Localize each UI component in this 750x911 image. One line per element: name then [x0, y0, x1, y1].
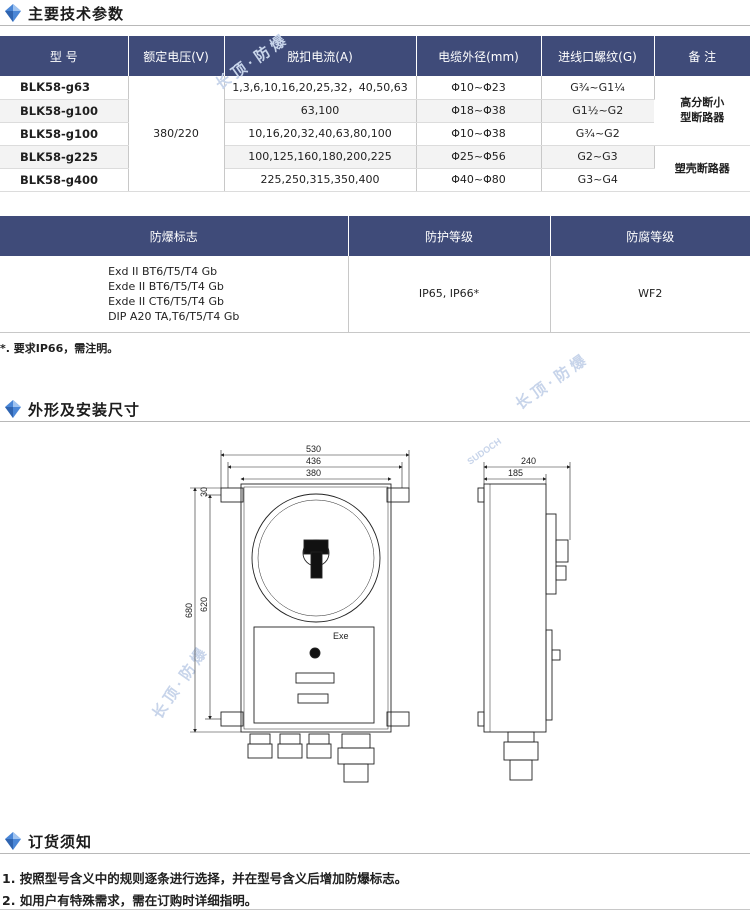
- dimension-label: 240: [521, 456, 536, 466]
- watermark: 长 顶 · 防 爆 SUDOCH 长 顶 · 防 爆 长 顶 · 防 爆: [149, 31, 590, 722]
- watermark-text: 长 顶 · 防 爆: [212, 31, 290, 93]
- voltage-cell: 380/220: [128, 76, 225, 192]
- remark-line: 型断路器: [680, 111, 725, 125]
- thread-cell: G¾~G1¼: [541, 76, 655, 100]
- ordering-item: 1. 按照型号含义中的规则逐条进行选择，并在型号含义后增加防爆标志。: [2, 871, 408, 886]
- current-cell: 1,3,6,10,16,20,25,32，40,50,63: [224, 76, 417, 100]
- current-cell: 10,16,20,32,40,63,80,100: [224, 122, 417, 146]
- remark-line: 高分断小: [680, 96, 725, 110]
- thread-cell: G3~G4: [541, 168, 654, 192]
- divider: [0, 25, 750, 26]
- ex-mark-cell: Exd II BT6/T5/T4 Gb Exde II BT6/T5/T4 Gb…: [0, 256, 349, 333]
- column-header: 脱扣电流(A): [224, 36, 417, 76]
- model-cell: BLK58-g63: [0, 76, 129, 100]
- watermark-text: 长 顶 · 防 爆: [149, 644, 211, 722]
- cable-cell: Φ10~Φ38: [416, 122, 542, 146]
- thread-cell: G¾~G2: [541, 122, 654, 146]
- current-cell: 63,100: [224, 99, 417, 123]
- thread-cell: G1½~G2: [541, 99, 654, 123]
- diamond-icon: [5, 400, 21, 418]
- ex-mark: DIP A20 TA,T6/T5/T4 Gb: [108, 309, 240, 323]
- table-row: BLK58-g100 10,16,20,32,40,63,80,100 Φ10~…: [0, 122, 750, 146]
- column-header: 防爆标志: [0, 216, 349, 256]
- dimension-label: 30: [199, 487, 209, 497]
- column-header: 额定电压(V): [128, 36, 225, 76]
- watermark-text: 长 顶 · 防 爆: [512, 351, 590, 413]
- column-header: 型 号: [0, 36, 129, 76]
- footnote: *. 要求IP66，需注明。: [0, 342, 119, 355]
- column-header: 防腐等级: [550, 216, 750, 256]
- column-header: 防护等级: [348, 216, 551, 256]
- cable-cell: Φ40~Φ80: [416, 168, 542, 192]
- ordering-item: 2. 如用户有特殊需求，需在订购时详细指明。: [2, 893, 258, 908]
- section-title: 主要技术参数: [28, 5, 125, 23]
- front-view: [220, 483, 410, 783]
- dimension-lines: [483, 462, 571, 540]
- model-cell: BLK58-g100: [0, 99, 129, 123]
- dimension-label: 185: [508, 468, 523, 478]
- remark-cell: 高分断小 型断路器: [654, 76, 750, 146]
- remark-cell: 塑壳断路器: [654, 145, 750, 192]
- table-header-row: 防爆标志 防护等级 防腐等级: [0, 216, 750, 256]
- section-header-ordering: 订货须知: [0, 828, 750, 854]
- model-cell: BLK58-g100: [0, 122, 129, 146]
- section-title: 订货须知: [28, 833, 93, 851]
- ex-mark: Exde II BT6/T5/T4 Gb: [108, 279, 224, 293]
- current-cell: 225,250,315,350,400: [224, 168, 417, 192]
- divider: [0, 853, 750, 854]
- cable-cell: Φ18~Φ38: [416, 99, 542, 123]
- table-row: BLK58-g63 380/220 1,3,6,10,16,20,25,32，4…: [0, 76, 750, 192]
- side-view: [477, 483, 569, 781]
- dimension-lines: [190, 450, 410, 733]
- panel-label: Exe: [333, 631, 349, 641]
- diamond-icon: [5, 4, 21, 22]
- dimension-label: 530: [306, 444, 321, 454]
- cable-cell: Φ10~Φ23: [416, 76, 542, 100]
- section-title: 外形及安装尺寸: [28, 401, 141, 419]
- dimension-label: 436: [306, 456, 321, 466]
- ex-mark: Exde II CT6/T5/T4 Gb: [108, 294, 225, 308]
- section-header-dimensions: 外形及安装尺寸: [0, 396, 750, 422]
- divider: [0, 421, 750, 422]
- thread-cell: G2~G3: [541, 145, 655, 169]
- column-header: 备 注: [654, 36, 750, 76]
- diamond-icon: [5, 832, 21, 850]
- table-row: BLK58-g100 63,100 Φ18~Φ38 G1½~G2: [0, 99, 750, 123]
- table-row: BLK58-g400 225,250,315,350,400 Φ40~Φ80 G…: [0, 168, 750, 192]
- ex-mark: Exd II BT6/T5/T4 Gb: [108, 264, 218, 278]
- spec-table: 型 号 额定电压(V) 脱扣电流(A) 电缆外径(mm) 进线口螺纹(G) 备 …: [0, 36, 750, 192]
- divider: [0, 909, 750, 910]
- table-row: BLK58-g225 100,125,160,180,200,225 Φ25~Φ…: [0, 145, 750, 192]
- wf-cell: WF2: [550, 256, 750, 333]
- protection-table: 防爆标志 防护等级 防腐等级 Exd II BT6/T5/T4 Gb Exde …: [0, 216, 750, 333]
- column-header: 进线口螺纹(G): [541, 36, 655, 76]
- dimension-label: 620: [199, 597, 209, 612]
- model-cell: BLK58-g400: [0, 168, 129, 192]
- dimension-label: 680: [184, 603, 194, 618]
- table-header-row: 型 号 额定电压(V) 脱扣电流(A) 电缆外径(mm) 进线口螺纹(G) 备 …: [0, 36, 750, 76]
- model-cell: BLK58-g225: [0, 145, 129, 169]
- dimension-label: 380: [306, 468, 321, 478]
- cable-cell: Φ25~Φ56: [416, 145, 542, 169]
- current-cell: 100,125,160,180,200,225: [224, 145, 417, 169]
- column-header: 电缆外径(mm): [416, 36, 542, 76]
- ip-cell: IP65, IP66*: [348, 256, 551, 333]
- section-header-specs: 主要技术参数: [0, 0, 750, 26]
- dimension-drawing: 长 顶 · 防 爆 SUDOCH 长 顶 · 防 爆 长 顶 · 防 爆 Exe: [149, 31, 590, 783]
- table-row: Exd II BT6/T5/T4 Gb Exde II BT6/T5/T4 Gb…: [0, 256, 750, 333]
